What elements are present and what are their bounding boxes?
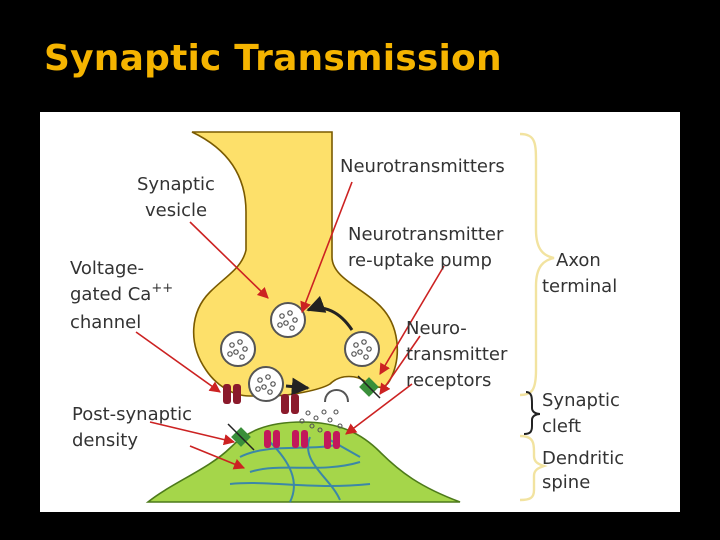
- axon-terminal-brace: [519, 132, 555, 397]
- synapse-diagram: Synaptic vesicle Neurotransmitters Neuro…: [70, 131, 630, 503]
- vesicle-4: [248, 366, 284, 402]
- dendritic-spine-brace: [519, 434, 548, 502]
- vesicle-3: [344, 331, 380, 367]
- dendritic-spine-shape: [145, 421, 461, 503]
- vesicle-2: [220, 331, 256, 367]
- postsynaptic-pump: [227, 423, 255, 451]
- label-post-synaptic-density: Post-synaptic density: [72, 404, 198, 451]
- title-bar: Synaptic Transmission: [0, 0, 720, 112]
- ca-channel-2: [281, 394, 299, 414]
- label-synaptic-cleft: Synaptic cleft: [542, 390, 626, 437]
- label-axon-terminal: Axon terminal: [542, 250, 617, 297]
- label-reuptake-pump: Neurotransmitter re-uptake pump: [348, 224, 509, 271]
- released-neurotransmitters: [299, 409, 343, 433]
- label-receptors: Neuro- transmitter receptors: [406, 318, 513, 391]
- label-synaptic-vesicle: Synaptic vesicle: [137, 174, 221, 221]
- label-neurotransmitters: Neurotransmitters: [340, 156, 505, 177]
- diagram-panel: Synaptic vesicle Neurotransmitters Neuro…: [40, 112, 680, 512]
- vesicle-1: [270, 302, 306, 338]
- synaptic-cleft-brace: [523, 391, 541, 435]
- slide-title: Synaptic Transmission: [44, 38, 502, 79]
- reuptake-pump: [357, 375, 381, 399]
- label-dendritic-spine: Dendritic spine: [542, 448, 630, 493]
- release-arrow: [285, 377, 310, 396]
- label-voltage-gated-ca-channel: Voltage- gated Ca++ channel: [70, 258, 179, 333]
- fusing-vesicle: [324, 389, 349, 403]
- reuptake-arrow: [306, 295, 354, 331]
- pointer-arrows: [135, 181, 445, 470]
